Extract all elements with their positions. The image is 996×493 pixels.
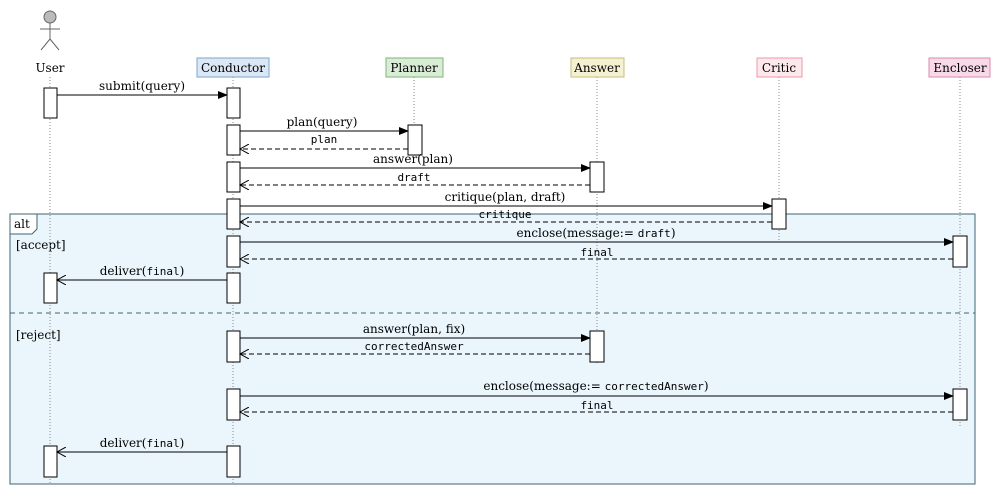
message-label-answer-plan: answer(plan) (373, 152, 453, 166)
activation-bar (226, 330, 241, 363)
activation-bar (226, 124, 241, 156)
participant-answer: Answer (570, 57, 625, 78)
actor-user: User (35, 10, 65, 75)
activation-bars (43, 87, 968, 478)
activation-bar (771, 198, 787, 230)
participant-label: Answer (573, 61, 620, 75)
message-label-deliver-accept: deliver(final) (100, 264, 185, 278)
activation-bar (589, 161, 605, 193)
message-label-answer-fix: answer(plan, fix) (363, 322, 465, 336)
alt-operator-tab (9, 213, 38, 235)
participant-label: Planner (390, 61, 438, 75)
message-label-draft: draft (397, 171, 430, 184)
participant-critic: Critic (756, 57, 803, 78)
message-label-code: draft (638, 227, 671, 240)
message-label-critique-return: critique (479, 208, 532, 221)
activation-bar (226, 388, 241, 421)
participant-box (570, 57, 625, 78)
alt-guard-reject: [reject] (16, 328, 61, 342)
participant-box (196, 57, 270, 78)
activation-bar (226, 87, 241, 119)
participant-label: Encloser (933, 61, 987, 75)
message-label-code: final (146, 265, 179, 278)
message-label-submit: submit(query) (99, 79, 185, 93)
message-label-part: enclose(message:= (516, 226, 637, 240)
actor-user-label: User (35, 61, 64, 75)
message-label-plan-return: plan (311, 133, 338, 146)
activation-bar (952, 235, 968, 268)
message-label-plan-query: plan(query) (287, 115, 358, 129)
activation-bar (226, 445, 241, 478)
alt-operator-label: alt (14, 217, 30, 231)
message-label-code: final (146, 437, 179, 450)
message-label-critique-call: critique(plan, draft) (445, 190, 566, 204)
message-label-part: ) (180, 264, 185, 278)
activation-bar (952, 388, 968, 421)
message-label-final-accept: final (580, 246, 613, 259)
alt-guard-accept: [accept] (16, 238, 66, 252)
participant-label: Conductor (201, 61, 265, 75)
message-label-part: ) (671, 226, 676, 240)
message-label-part: enclose(message:= (483, 379, 604, 393)
participant-label: Critic (762, 61, 796, 75)
message-label-part: ) (180, 436, 185, 450)
message-label-code: correctedAnswer (605, 380, 705, 393)
message-label-part: ) (704, 379, 709, 393)
message-label-final-reject: final (580, 399, 613, 412)
message-label-enclose-corrected: enclose(message:= correctedAnswer) (483, 379, 708, 393)
participant-box (756, 57, 803, 78)
message-label-part: deliver( (100, 264, 147, 278)
participant-box (928, 57, 991, 78)
participant-planner: Planner (385, 57, 444, 78)
activation-bar (407, 124, 423, 156)
activation-bar (226, 198, 241, 230)
activation-bar (43, 87, 58, 119)
activation-bar (226, 272, 241, 304)
participant-box (385, 57, 444, 78)
activation-bar (589, 330, 605, 363)
activation-bar (226, 235, 241, 268)
user-stick-figure-icon (40, 10, 60, 51)
activation-bar (43, 445, 58, 478)
message-label-part: deliver( (100, 436, 147, 450)
message-label-corrected-answer: correctedAnswer (364, 340, 464, 353)
activation-bar (226, 161, 241, 193)
participant-conductor: Conductor (196, 57, 270, 78)
message-label-deliver-reject: deliver(final) (100, 436, 185, 450)
activation-bar (43, 272, 58, 304)
participant-encloser: Encloser (928, 57, 991, 78)
message-label-enclose-draft: enclose(message:= draft) (516, 226, 675, 240)
messages: submit(query) plan(query) plan answer(pl… (57, 79, 954, 452)
